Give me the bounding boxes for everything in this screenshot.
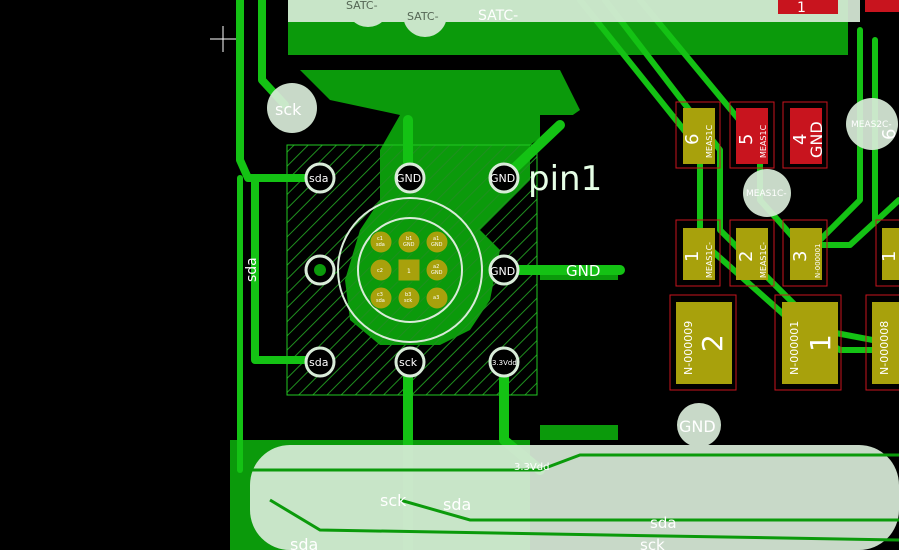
label-pad-1c-net: N-000001 bbox=[788, 321, 801, 375]
pad-gnd-3 bbox=[488, 254, 520, 286]
label-gnd-net: GND bbox=[566, 262, 600, 280]
svg-text:sda: sda bbox=[376, 242, 385, 248]
pad-sda-1 bbox=[304, 162, 336, 194]
pad-gnd-2 bbox=[488, 162, 520, 194]
label-satc-3: SATC- bbox=[478, 8, 518, 24]
svg-text:a2: a2 bbox=[433, 264, 439, 270]
label-satc-2: SATC- bbox=[407, 10, 439, 23]
smd-pads[interactable] bbox=[669, 0, 899, 391]
ghost-traces bbox=[250, 0, 899, 550]
label-pad-sda-1: sda bbox=[309, 172, 328, 185]
label-pad-5-net: MEAS1C bbox=[759, 124, 768, 158]
pad-sck bbox=[394, 346, 426, 378]
label-pad-2b-net: N-000009 bbox=[682, 321, 695, 375]
label-pad-vdd: 3.3Vdd bbox=[492, 359, 517, 367]
void-lower bbox=[540, 280, 618, 425]
label-gnd-via: GND bbox=[679, 417, 716, 436]
th-pads[interactable] bbox=[304, 162, 520, 378]
sensor-pads[interactable] bbox=[369, 230, 449, 310]
void-upper bbox=[540, 115, 618, 265]
label-vdd-trace: 3.3Vdd bbox=[514, 462, 549, 473]
label-pad-gnd-2: GND bbox=[490, 172, 515, 185]
labels: SATC- SATC- SATC- sck pin1 GND sda sda G… bbox=[244, 0, 899, 550]
label-pad-edge: 1 bbox=[797, 0, 806, 16]
svg-text:c1: c1 bbox=[377, 236, 383, 242]
label-pad-sda-2: sda bbox=[309, 356, 328, 369]
ghost-lines bbox=[250, 453, 899, 542]
label-sda-bottom-3: sda bbox=[290, 535, 318, 550]
label-sck-bottom-2: sck bbox=[640, 536, 665, 550]
label-pad-1a: 1 bbox=[682, 251, 703, 262]
svg-text:a3: a3 bbox=[433, 295, 439, 301]
label-pad-5: 5 bbox=[736, 134, 757, 145]
svg-text:c3: c3 bbox=[377, 292, 383, 298]
sensor-outline bbox=[337, 197, 483, 343]
label-pad-1a-net: MEAS1C- bbox=[705, 242, 714, 278]
label-sck-top: sck bbox=[275, 100, 302, 119]
label-pad-4-net: GND bbox=[807, 121, 826, 158]
svg-text:GND: GND bbox=[431, 242, 443, 248]
label-satc-1: SATC- bbox=[346, 0, 378, 12]
label-pad-1b: 1 bbox=[879, 251, 899, 262]
label-pad-6-net: MEAS1C bbox=[705, 124, 714, 158]
pad-blank-hole bbox=[314, 264, 326, 276]
label-pad-gnd-1: GND bbox=[396, 172, 421, 185]
svg-text:GND: GND bbox=[431, 270, 443, 276]
svg-text:a1: a1 bbox=[433, 236, 439, 242]
label-pad-3a-net: N-000001 bbox=[814, 244, 822, 278]
label-meas2c-via: MEAS2C- bbox=[851, 120, 892, 130]
svg-text:1: 1 bbox=[407, 268, 411, 275]
label-pad-1c: 1 bbox=[804, 334, 837, 352]
sensor-pad-labels: c1 sda b1 GND a1 GND c2 1 a2 GND c3 sda … bbox=[376, 236, 443, 304]
label-pad-sck: sck bbox=[399, 356, 418, 369]
label-sda-vertical: sda bbox=[244, 257, 260, 282]
label-meas1c-via: MEAS1C- bbox=[746, 189, 787, 199]
svg-text:sda: sda bbox=[376, 298, 385, 304]
mount-hole bbox=[834, 409, 866, 441]
label-pad-3a: 3 bbox=[790, 251, 811, 262]
svg-text:b1: b1 bbox=[406, 236, 412, 242]
label-pad-2b: 2 bbox=[696, 334, 729, 352]
svg-text:GND: GND bbox=[403, 242, 415, 248]
label-sda-bottom-2: sda bbox=[650, 514, 677, 532]
label-pad-4: 4 bbox=[790, 134, 811, 145]
label-pad-6b: 6 bbox=[879, 129, 899, 140]
svg-text:b3: b3 bbox=[405, 292, 411, 298]
crosshair-icon bbox=[210, 26, 236, 52]
pad-vdd bbox=[488, 346, 520, 378]
label-pad-2a-net: MEAS1C- bbox=[759, 242, 768, 278]
label-pad-6: 6 bbox=[682, 134, 703, 145]
label-pad-2a: 2 bbox=[736, 251, 757, 262]
label-sck-bottom: sck bbox=[380, 491, 407, 510]
pad-sda-2 bbox=[304, 346, 336, 378]
label-sda-bottom-1: sda bbox=[443, 495, 471, 514]
label-pad-gnd-3: GND bbox=[490, 265, 515, 278]
pad-gnd-1 bbox=[394, 162, 426, 194]
label-pad-6b-net: N-000008 bbox=[878, 321, 891, 375]
svg-text:c2: c2 bbox=[377, 268, 383, 274]
svg-text:sck: sck bbox=[404, 298, 412, 304]
label-pin1: pin1 bbox=[528, 159, 602, 199]
